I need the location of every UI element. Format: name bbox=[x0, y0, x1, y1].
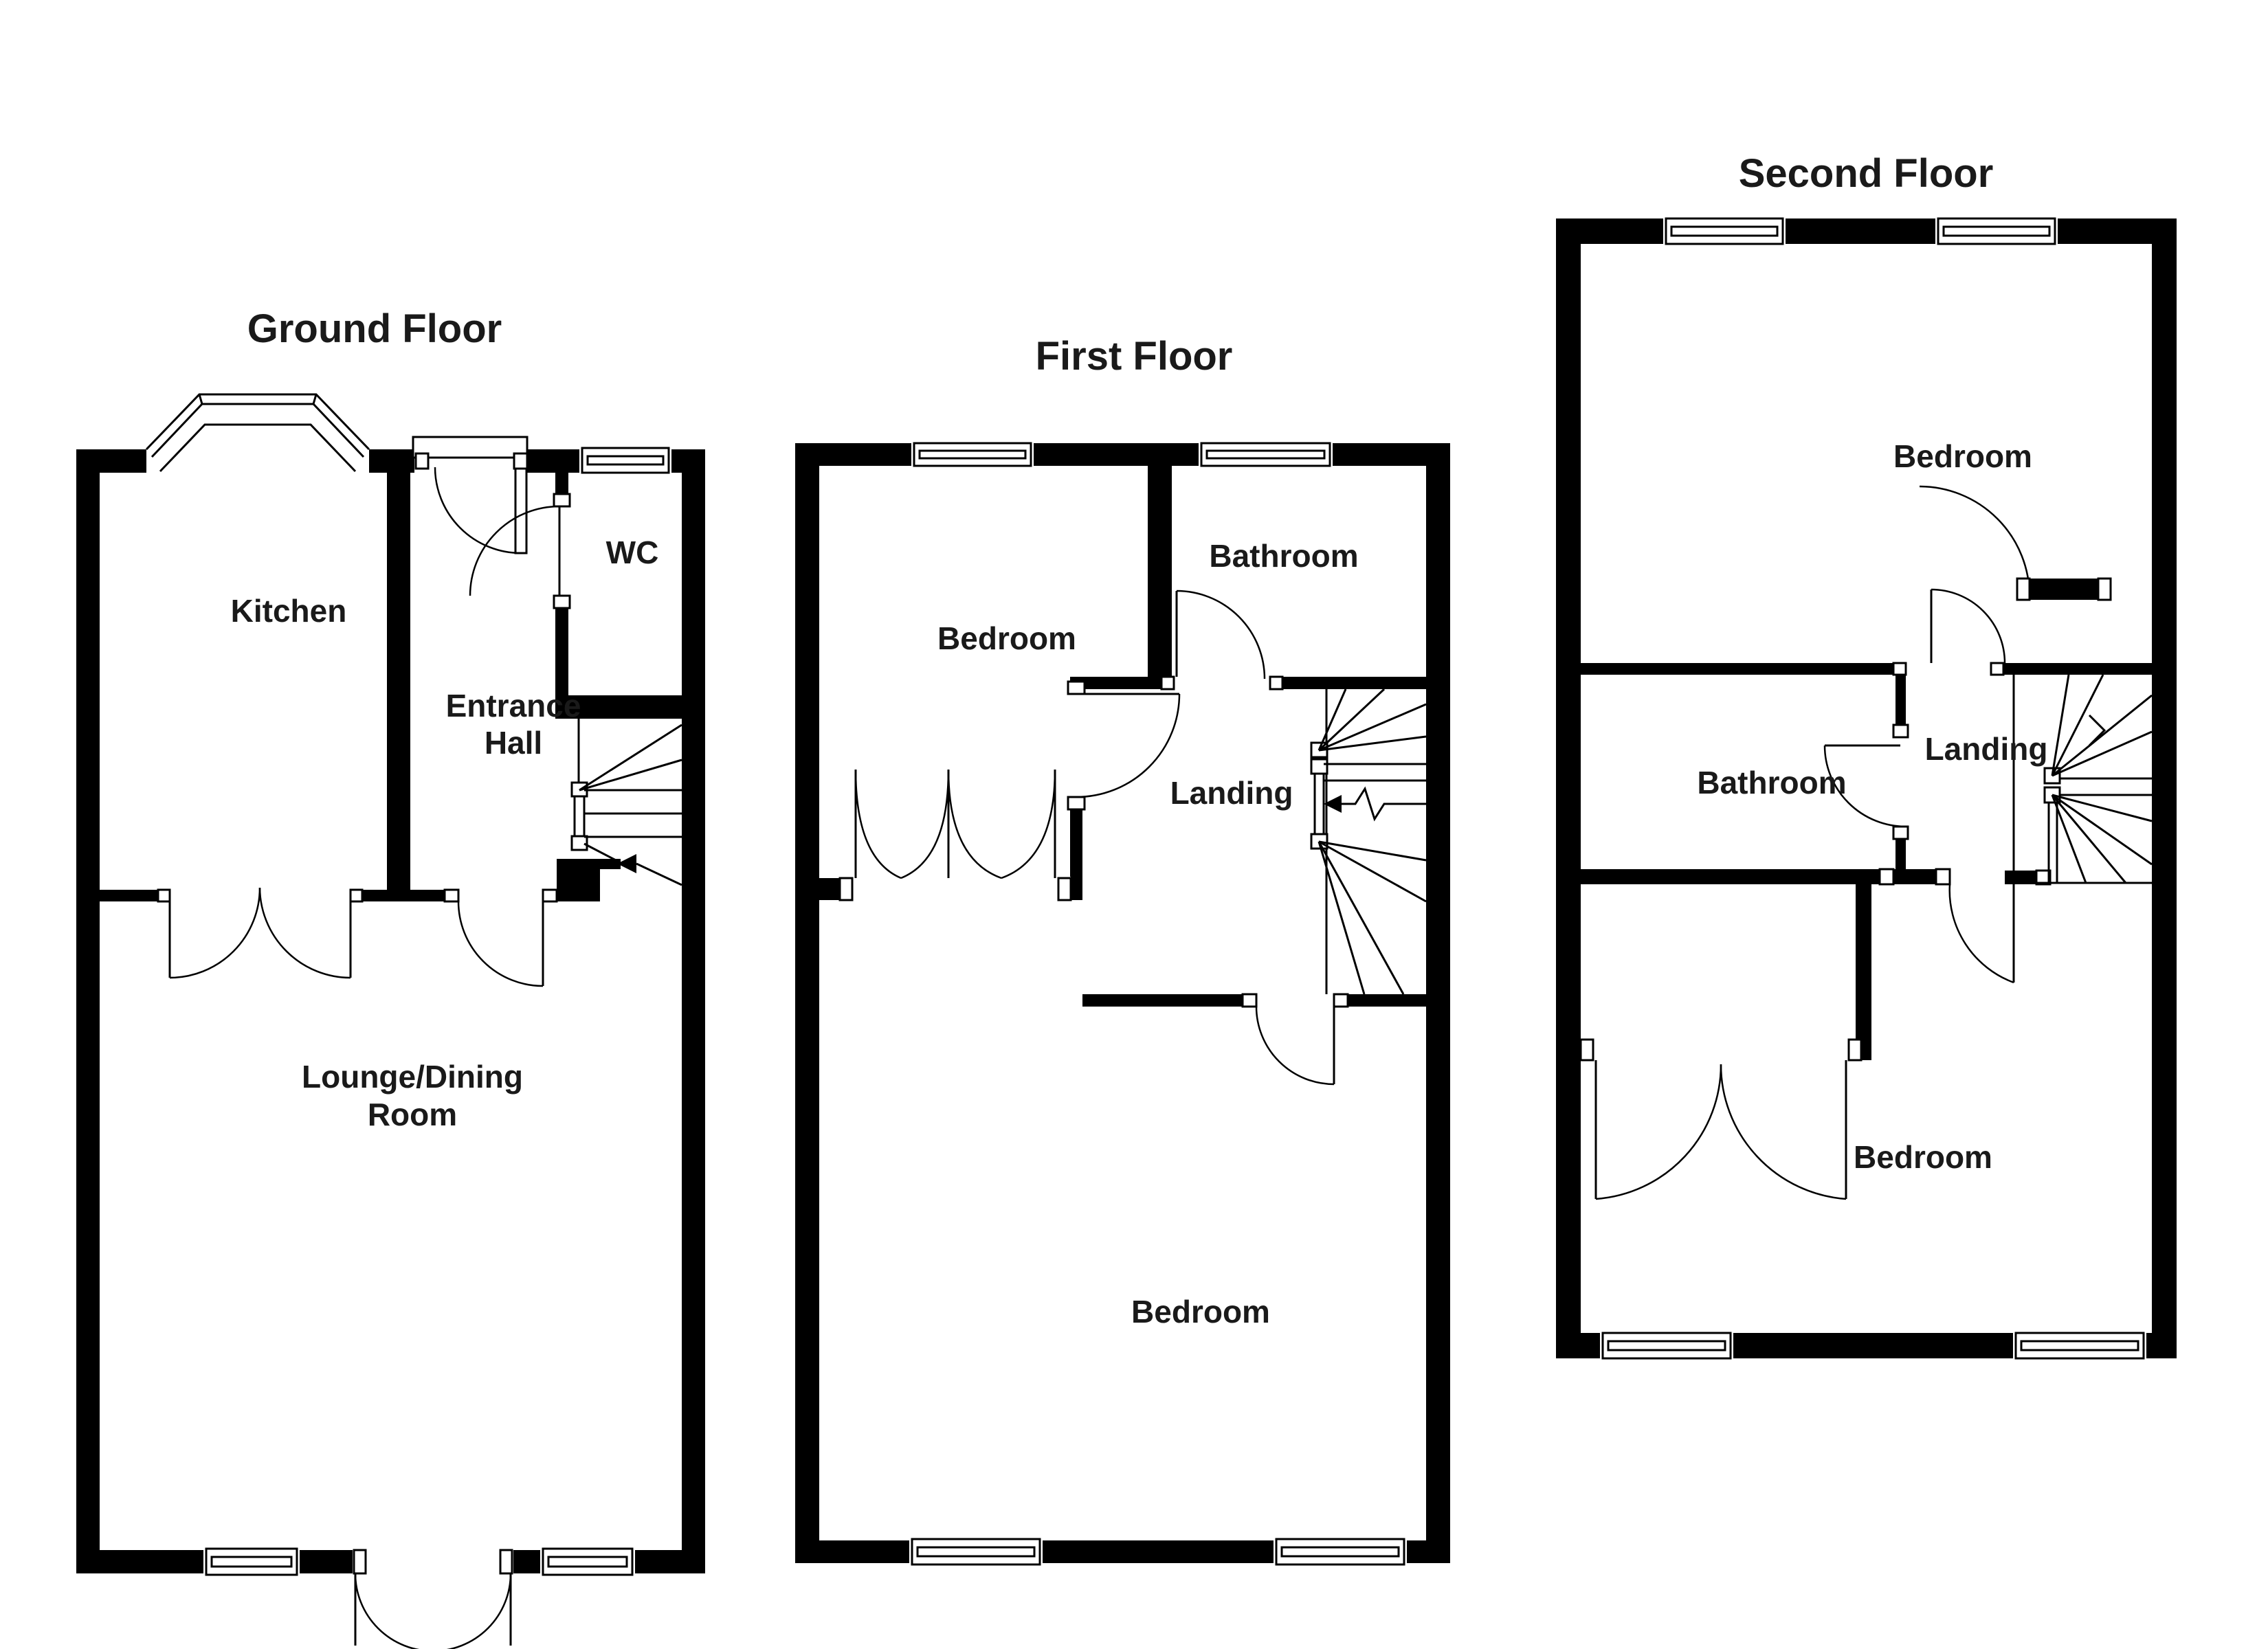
first-floor-stairs bbox=[1310, 688, 1427, 995]
ff-rear-bedroom-door bbox=[1241, 993, 1349, 1086]
room-label-lounge-dining: Lounge/Dining bbox=[302, 1059, 523, 1095]
lounge-window-right bbox=[540, 1546, 635, 1578]
sf-bedroom-door bbox=[1892, 485, 2112, 677]
room-label-sf-landing: Landing bbox=[1925, 731, 2048, 767]
ff-wardrobe-doors bbox=[838, 769, 1072, 901]
sf-wardrobe-doors bbox=[1579, 1038, 1863, 1200]
room-label-sf-bathroom: Bathroom bbox=[1697, 765, 1846, 800]
room-label-hall: Hall bbox=[485, 725, 542, 761]
ff-rear-window-right bbox=[1274, 1536, 1407, 1567]
floor-title-ground: Ground Floor bbox=[247, 306, 502, 351]
second-floor-labels: Bedroom Bathroom Landing Bedroom bbox=[1697, 438, 2047, 1175]
sf-bathroom-door bbox=[1823, 723, 1909, 840]
room-label-kitchen: Kitchen bbox=[231, 593, 347, 629]
room-label-sf-bedroom-rear: Bedroom bbox=[1854, 1139, 1992, 1175]
ff-bedroom-window bbox=[911, 440, 1034, 469]
floor-title-second: Second Floor bbox=[1739, 151, 1994, 196]
ff-rear-window-left bbox=[909, 1536, 1043, 1567]
room-label-lounge-room: Room bbox=[368, 1097, 457, 1132]
room-label-ff-bathroom: Bathroom bbox=[1209, 538, 1358, 574]
second-floor-plan: Second Floor bbox=[1556, 151, 2177, 1361]
ground-floor-plan: Ground Floor bbox=[76, 306, 705, 1649]
ff-bedroom-door bbox=[1067, 680, 1181, 811]
room-label-sf-bedroom-front: Bedroom bbox=[1893, 438, 2032, 474]
sf-front-window-left bbox=[1663, 216, 1786, 247]
second-floor-walls bbox=[1556, 218, 2177, 1358]
bay-window bbox=[145, 393, 370, 474]
second-floor-stairs bbox=[2012, 674, 2153, 886]
floor-title-first: First Floor bbox=[1036, 334, 1233, 379]
room-label-ff-landing: Landing bbox=[1170, 775, 1293, 811]
sf-rear-window-left bbox=[1600, 1330, 1733, 1361]
sf-front-window-right bbox=[1935, 216, 2058, 247]
room-label-ff-bedroom-front: Bedroom bbox=[937, 620, 1076, 656]
kitchen-double-doors bbox=[157, 887, 364, 979]
first-floor-walls bbox=[795, 443, 1450, 1563]
wc-door bbox=[469, 493, 571, 609]
first-floor-plan: First Floor bbox=[795, 334, 1450, 1567]
ground-floor-labels: Kitchen WC Entrance Hall Lounge/Dining R… bbox=[231, 535, 659, 1132]
lounge-window-left bbox=[203, 1546, 300, 1578]
french-doors bbox=[353, 1548, 513, 1649]
wc-window bbox=[579, 445, 671, 475]
sf-rear-bedroom-door bbox=[1878, 868, 2015, 984]
hall-lounge-door bbox=[443, 888, 558, 987]
ground-floor-walls bbox=[76, 449, 705, 1573]
room-label-wc: WC bbox=[606, 535, 659, 570]
room-label-ff-bedroom-rear: Bedroom bbox=[1131, 1294, 1270, 1330]
ff-bathroom-window bbox=[1199, 440, 1333, 469]
ff-bathroom-door bbox=[1160, 590, 1284, 691]
room-label-entrance: Entrance bbox=[446, 688, 581, 723]
sf-rear-window-right bbox=[2013, 1330, 2146, 1361]
entrance-door bbox=[412, 436, 529, 554]
ground-floor-stairs bbox=[570, 719, 682, 886]
first-floor-labels: Bedroom Bathroom Landing Bedroom bbox=[937, 538, 1359, 1330]
